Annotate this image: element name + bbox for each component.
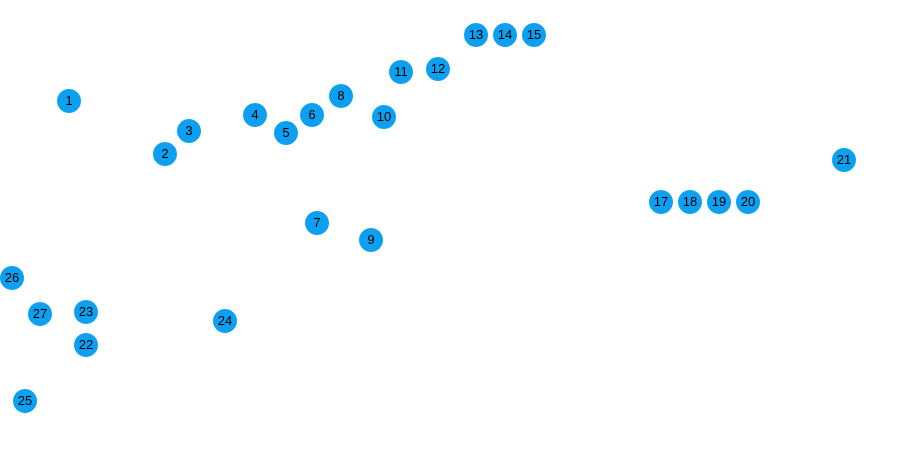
marker-7[interactable]: 7 <box>305 211 329 235</box>
marker-25[interactable]: 25 <box>13 389 37 413</box>
marker-14[interactable]: 14 <box>493 23 517 47</box>
marker-26[interactable]: 26 <box>0 266 24 290</box>
marker-9[interactable]: 9 <box>359 228 383 252</box>
marker-15[interactable]: 15 <box>522 23 546 47</box>
marker-18[interactable]: 18 <box>678 190 702 214</box>
marker-4[interactable]: 4 <box>243 103 267 127</box>
marker-13[interactable]: 13 <box>464 23 488 47</box>
marker-3[interactable]: 3 <box>177 119 201 143</box>
marker-12[interactable]: 12 <box>426 57 450 81</box>
marker-20[interactable]: 20 <box>736 190 760 214</box>
marker-22[interactable]: 22 <box>74 333 98 357</box>
marker-2[interactable]: 2 <box>153 142 177 166</box>
marker-24[interactable]: 24 <box>213 309 237 333</box>
marker-23[interactable]: 23 <box>74 300 98 324</box>
marker-6[interactable]: 6 <box>300 103 324 127</box>
marker-5[interactable]: 5 <box>274 121 298 145</box>
marker-10[interactable]: 10 <box>372 105 396 129</box>
marker-11[interactable]: 11 <box>389 60 413 84</box>
marker-1[interactable]: 1 <box>57 89 81 113</box>
marker-21[interactable]: 21 <box>832 148 856 172</box>
marker-8[interactable]: 8 <box>329 84 353 108</box>
marker-27[interactable]: 27 <box>28 302 52 326</box>
marker-17[interactable]: 17 <box>649 190 673 214</box>
marker-19[interactable]: 19 <box>707 190 731 214</box>
